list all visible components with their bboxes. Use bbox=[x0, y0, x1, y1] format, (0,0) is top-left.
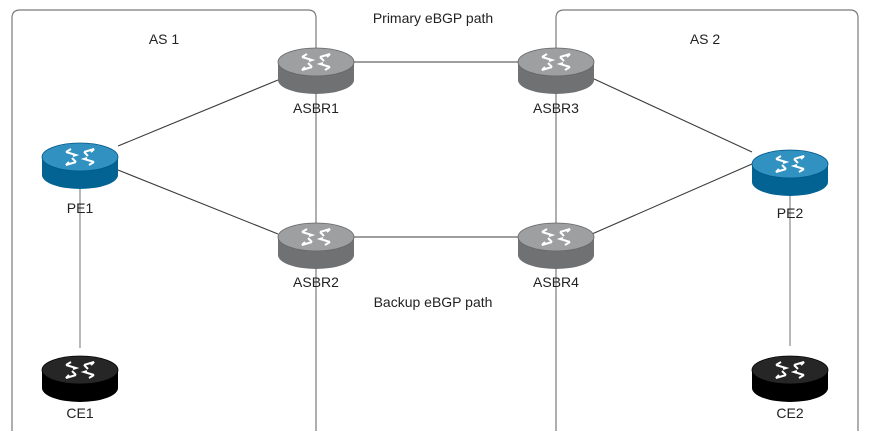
router-label-asbr1: ASBR1 bbox=[293, 100, 339, 116]
router-label-asbr3: ASBR3 bbox=[533, 100, 579, 116]
router-ce1 bbox=[41, 355, 119, 402]
router-asbr4 bbox=[517, 222, 595, 269]
router-top bbox=[41, 355, 119, 385]
link-asbr4-pe2 bbox=[591, 163, 753, 235]
router-asbr2 bbox=[277, 222, 355, 269]
router-pe1 bbox=[41, 142, 119, 189]
as2-label: AS 2 bbox=[690, 31, 721, 47]
router-label-pe1: PE1 bbox=[67, 200, 94, 216]
router-label-asbr2: ASBR2 bbox=[293, 274, 339, 290]
router-label-asbr4: ASBR4 bbox=[533, 274, 579, 290]
links-layer bbox=[79, 61, 791, 431]
router-top bbox=[277, 222, 355, 252]
router-pe2 bbox=[751, 149, 829, 196]
as1-label: AS 1 bbox=[149, 31, 180, 47]
router-top bbox=[751, 149, 829, 179]
link-pe1-asbr2 bbox=[117, 169, 279, 235]
router-label-ce2: CE2 bbox=[776, 405, 803, 421]
router-top bbox=[517, 222, 595, 252]
link-asbr3-pe2 bbox=[591, 77, 753, 153]
router-asbr1 bbox=[277, 47, 355, 94]
router-top bbox=[751, 355, 829, 385]
router-top bbox=[277, 47, 355, 77]
backup-path-label: Backup eBGP path bbox=[374, 294, 493, 310]
router-ce2 bbox=[751, 355, 829, 402]
as2-boundary bbox=[555, 9, 859, 431]
router-label-ce1: CE1 bbox=[66, 405, 93, 421]
router-top bbox=[517, 47, 595, 77]
router-asbr3 bbox=[517, 47, 595, 94]
router-label-pe2: PE2 bbox=[777, 205, 804, 221]
as1-boundary bbox=[11, 9, 317, 431]
router-top bbox=[41, 142, 119, 172]
link-pe1-asbr1 bbox=[117, 79, 279, 147]
primary-path-label: Primary eBGP path bbox=[373, 10, 493, 26]
